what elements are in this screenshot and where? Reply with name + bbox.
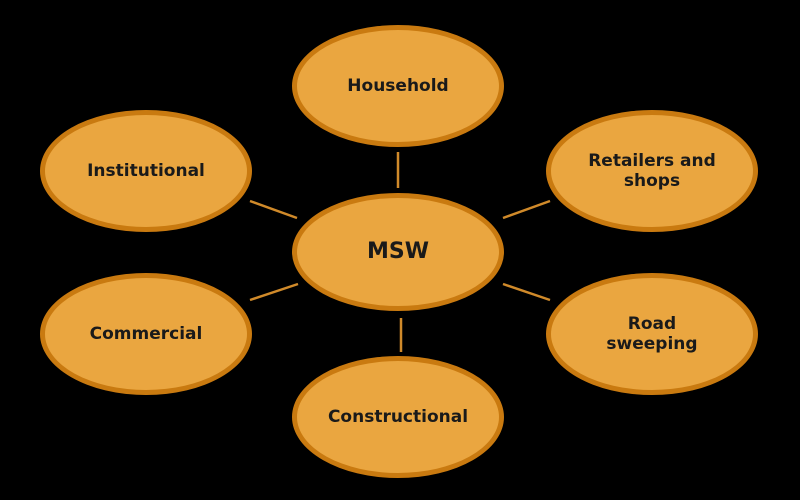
node-road-label: Road sweeping [606, 314, 697, 355]
node-msw-center: MSW [292, 193, 504, 311]
connector-retailers [502, 199, 551, 220]
node-constructional: Constructional [292, 356, 504, 478]
node-retailers-label: Retailers and shops [588, 151, 716, 192]
node-institutional-label: Institutional [87, 160, 205, 181]
node-retailers-label-line2: shops [623, 171, 681, 191]
connector-institutional [249, 199, 298, 220]
node-road-sweeping: Road sweeping [546, 273, 758, 395]
connector-commercial [249, 282, 299, 302]
node-retailers-label-line1: Retailers and [588, 150, 716, 171]
node-household-label: Household [347, 75, 449, 96]
node-msw-label: MSW [366, 238, 429, 264]
node-institutional: Institutional [40, 110, 252, 232]
node-retailers-and-shops: Retailers and shops [546, 110, 758, 232]
node-commercial-label: Commercial [89, 323, 203, 344]
node-commercial: Commercial [40, 273, 252, 395]
node-household: Household [292, 25, 504, 147]
connector-road [502, 282, 551, 302]
node-constructional-label: Constructional [327, 406, 469, 427]
node-road-label-line2: sweeping [606, 334, 698, 354]
node-road-label-line1: Road [627, 313, 677, 334]
